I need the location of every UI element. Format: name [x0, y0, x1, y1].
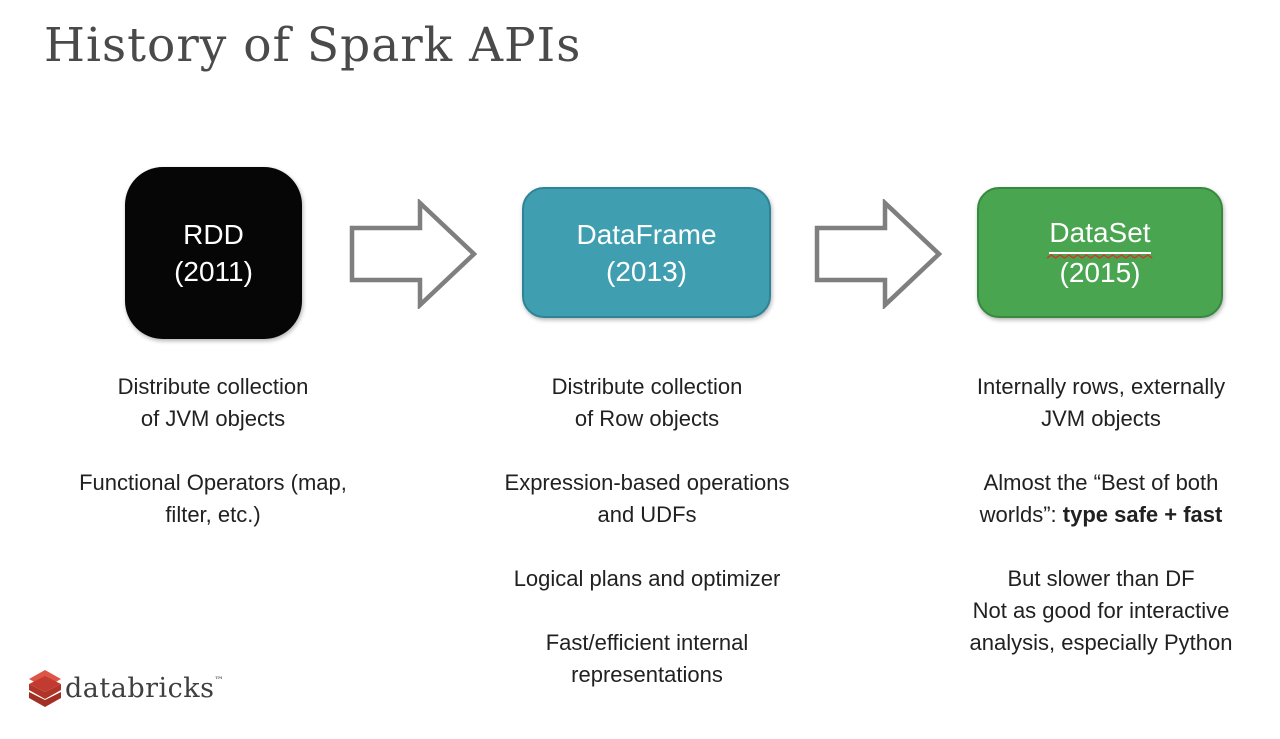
note: Distribute collection of JVM objects: [117, 374, 309, 431]
note: Almost the “Best of both worlds”: type s…: [926, 467, 1276, 531]
databricks-wordmark: databricks™: [65, 673, 224, 704]
notes-column-rdd: Distribute collection of JVM objects Fun…: [43, 371, 383, 563]
stage-box-dataframe: DataFrame (2013): [522, 187, 771, 318]
stage-year: (2011): [174, 256, 253, 287]
spellcheck-squiggle-icon: [1047, 254, 1153, 259]
note: Internally rows, externally JVM objects: [976, 374, 1226, 431]
note-emphasis: type safe + fast: [1062, 502, 1223, 527]
notes-column-dataframe: Distribute collection of Row objects Exp…: [477, 371, 817, 723]
wordmark-text: databricks: [65, 672, 215, 704]
notes-column-dataset: Internally rows, externally JVM objects …: [926, 371, 1276, 691]
stage-box-dataset: DataSet (2015): [977, 187, 1223, 318]
right-arrow-icon: [814, 199, 942, 309]
stage-name: DataSet: [1047, 214, 1153, 259]
note: But slower than DF Not as good for inter…: [969, 566, 1233, 655]
trademark-symbol: ™: [214, 675, 224, 686]
note: Logical plans and optimizer: [513, 566, 781, 591]
note: Distribute collection of Row objects: [551, 374, 743, 431]
stage-year: (2013): [606, 255, 687, 287]
stage-name-text: DataSet: [1049, 217, 1151, 248]
stage-year: (2015): [1059, 257, 1141, 288]
note-prefix: Almost the “Best of both worlds”:: [979, 470, 1219, 527]
note: Functional Operators (map, filter, etc.): [79, 470, 347, 527]
right-arrow-icon: [349, 199, 477, 309]
stage-box-rdd: RDD (2011): [125, 167, 302, 339]
stage-name: RDD: [183, 219, 244, 250]
databricks-bricks-icon: [29, 670, 61, 707]
note: Expression-based operations and UDFs: [504, 470, 790, 527]
spellcheck-underlined-text: DataSet: [1047, 214, 1153, 259]
stage-name: DataFrame: [576, 218, 717, 250]
page-title: History of Spark APIs: [44, 18, 582, 73]
note: Fast/efficient internal representations: [545, 630, 749, 687]
databricks-logo: databricks™: [28, 668, 224, 708]
